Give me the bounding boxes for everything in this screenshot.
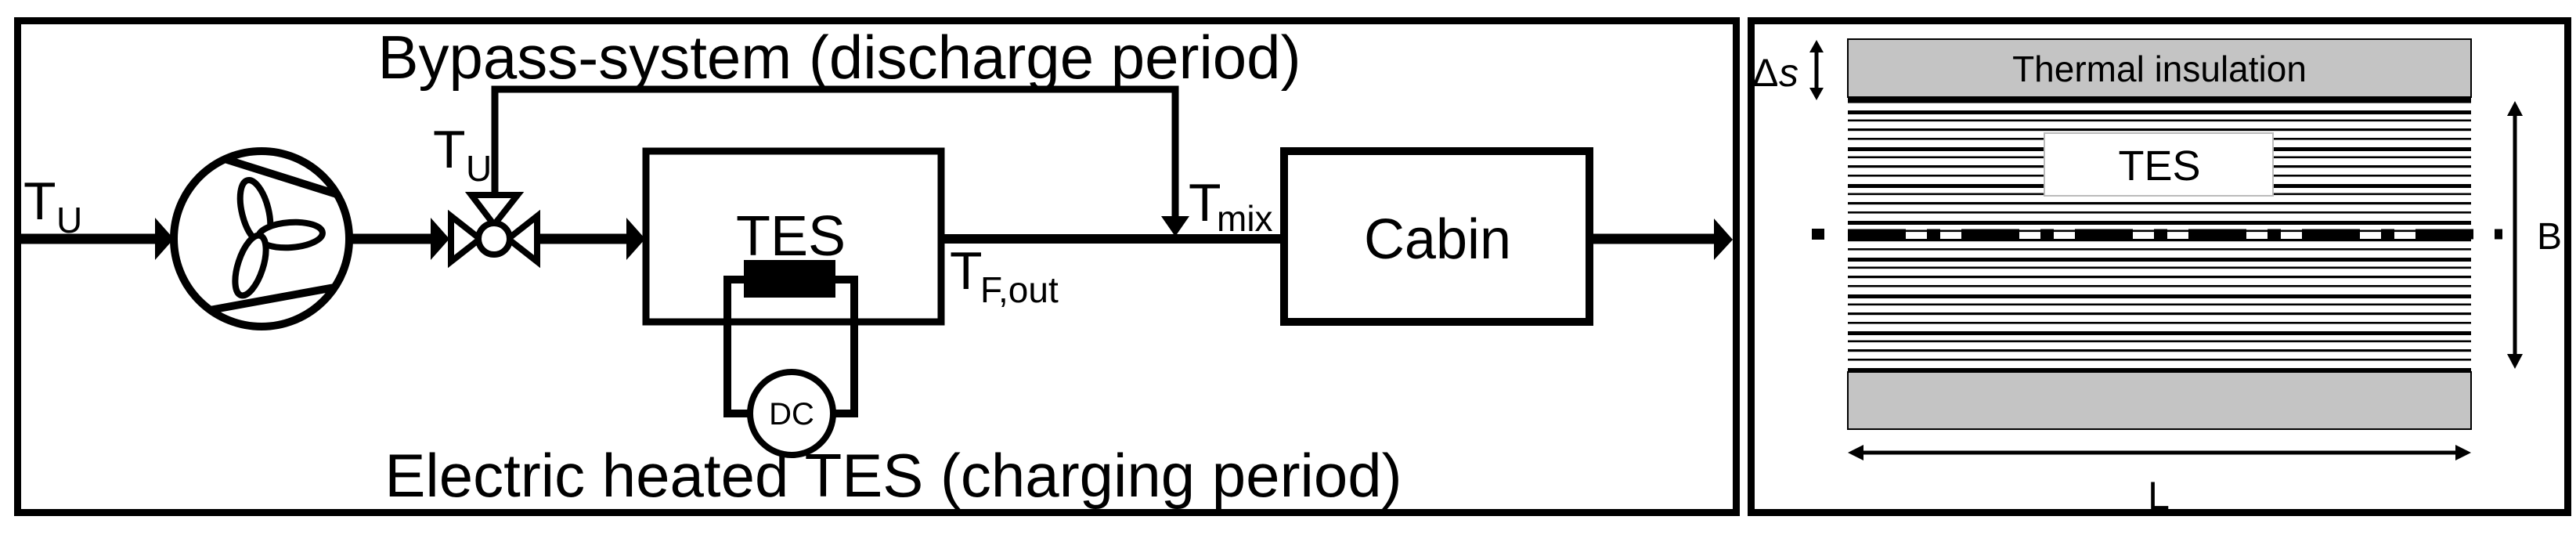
tes-outlet-temp-subscript: F,out xyxy=(980,269,1059,310)
valve-temp-base: T xyxy=(433,120,466,179)
flow-arrowhead-into-fan xyxy=(155,218,174,260)
insulation-thickness-dimension: Δ s xyxy=(1752,40,1824,100)
length-dim-label: L xyxy=(2148,474,2170,518)
charging-title: Electric heated TES (charging period) xyxy=(384,441,1402,510)
centerline-lead-dot xyxy=(1812,229,1824,240)
inlet-temperature-label: T U xyxy=(23,172,82,240)
bypass-arrowhead-down xyxy=(1161,216,1189,237)
delta-s-arrowhead-up xyxy=(1809,40,1824,52)
flow-arrowhead-into-valve xyxy=(431,218,449,260)
valve-temp-subscript: U xyxy=(466,148,492,189)
width-dimension: B xyxy=(2507,101,2562,369)
cabin-box xyxy=(1280,147,1593,326)
cross-section-panel: Thermal insulation TES Δ s B xyxy=(1748,17,2571,518)
flow-arrowhead-into-tes xyxy=(626,218,645,260)
thermal-insulation-label: Thermal insulation xyxy=(2012,49,2307,89)
tes-outlet-temperature-label: T F,out xyxy=(950,241,1059,310)
fan-top-chord xyxy=(223,155,338,198)
fan-bottom-chord xyxy=(209,283,335,314)
electric-heater-element xyxy=(744,260,835,298)
width-dim-label: B xyxy=(2537,216,2562,258)
cabin-label: Cabin xyxy=(1364,208,1511,271)
mix-temperature-label: T mix xyxy=(1189,173,1273,239)
inlet-temp-subscript: U xyxy=(56,200,82,240)
fan-propeller xyxy=(232,177,326,299)
valve-left-triangle xyxy=(448,209,485,269)
l-arrowhead-right xyxy=(2455,445,2471,460)
tes-outlet-temp-base: T xyxy=(950,241,983,301)
dc-wire-right xyxy=(832,276,858,417)
dc-source-icon xyxy=(747,369,836,458)
valve-temperature-label: T U xyxy=(433,120,492,189)
dc-wire-left xyxy=(723,276,751,417)
delta-s-arrowhead-down xyxy=(1809,88,1824,100)
length-dimension: L xyxy=(1848,445,2471,518)
flow-arrowhead-outlet xyxy=(1714,218,1733,260)
inlet-temp-base: T xyxy=(23,172,56,231)
top-insulation-band xyxy=(1847,38,2472,98)
tes-box-label: TES xyxy=(736,205,846,268)
tes-core-label-box xyxy=(2044,132,2274,197)
l-arrowhead-left xyxy=(1848,445,1863,460)
b-arrowhead-down xyxy=(2507,354,2523,369)
valve-body-circle xyxy=(475,220,513,258)
valve-right-triangle xyxy=(503,209,540,269)
mix-temp-base: T xyxy=(1189,173,1221,233)
bottom-insulation-band xyxy=(1847,371,2472,430)
cabin-unit: Cabin xyxy=(1280,147,1593,326)
bypass-title: Bypass-system (discharge period) xyxy=(377,23,1301,92)
tes-core-label: TES xyxy=(2118,143,2200,190)
b-arrowhead-up xyxy=(2507,101,2523,116)
system-schematic-panel: Bypass-system (discharge period) Electri… xyxy=(14,17,1740,516)
delta-symbol: Δ xyxy=(1752,51,1778,95)
fan-icon xyxy=(170,147,353,330)
bypass-line xyxy=(491,85,1179,218)
dc-source-label: DC xyxy=(769,397,814,431)
mix-temp-subscript: mix xyxy=(1217,198,1273,239)
delta-s-symbol: s xyxy=(1779,51,1799,95)
tes-unit: TES DC xyxy=(642,147,945,458)
